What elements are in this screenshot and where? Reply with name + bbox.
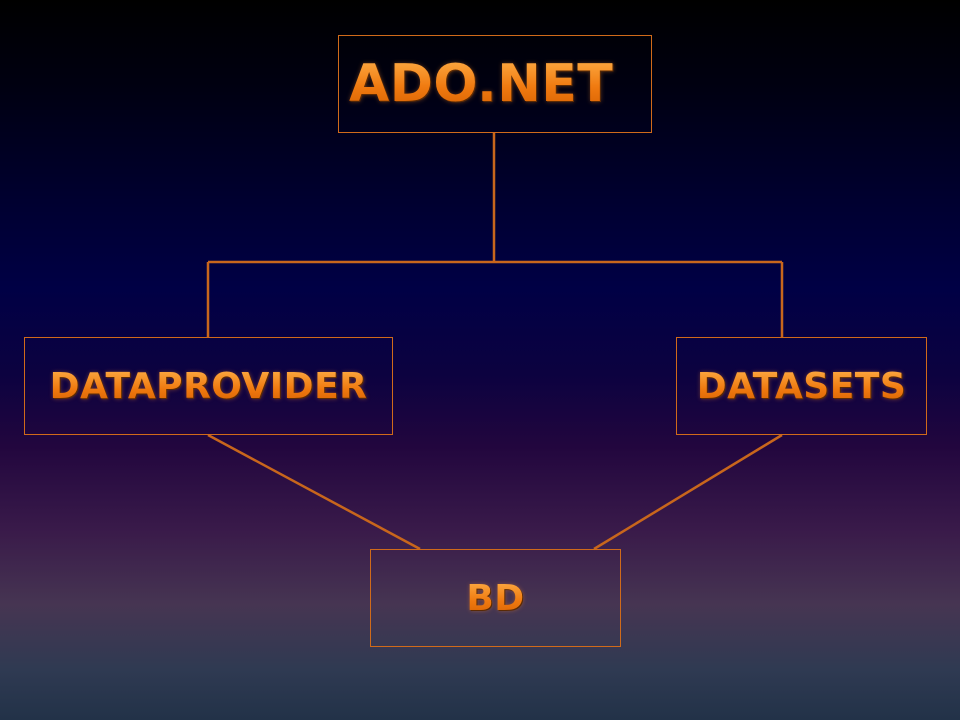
node-ado-net-label: ADO.NET [349,54,614,114]
node-bd: BD [370,549,621,647]
connector-right-to-bd [593,433,783,551]
connector-left-to-bd [207,433,421,551]
node-bd-label: BD [466,577,525,619]
node-datasets: DATASETS [676,337,927,435]
node-dataprovider-label: DATAPROVIDER [49,365,368,407]
node-ado-net: ADO.NET [338,35,652,133]
node-datasets-label: DATASETS [696,365,907,407]
node-dataprovider: DATAPROVIDER [24,337,393,435]
